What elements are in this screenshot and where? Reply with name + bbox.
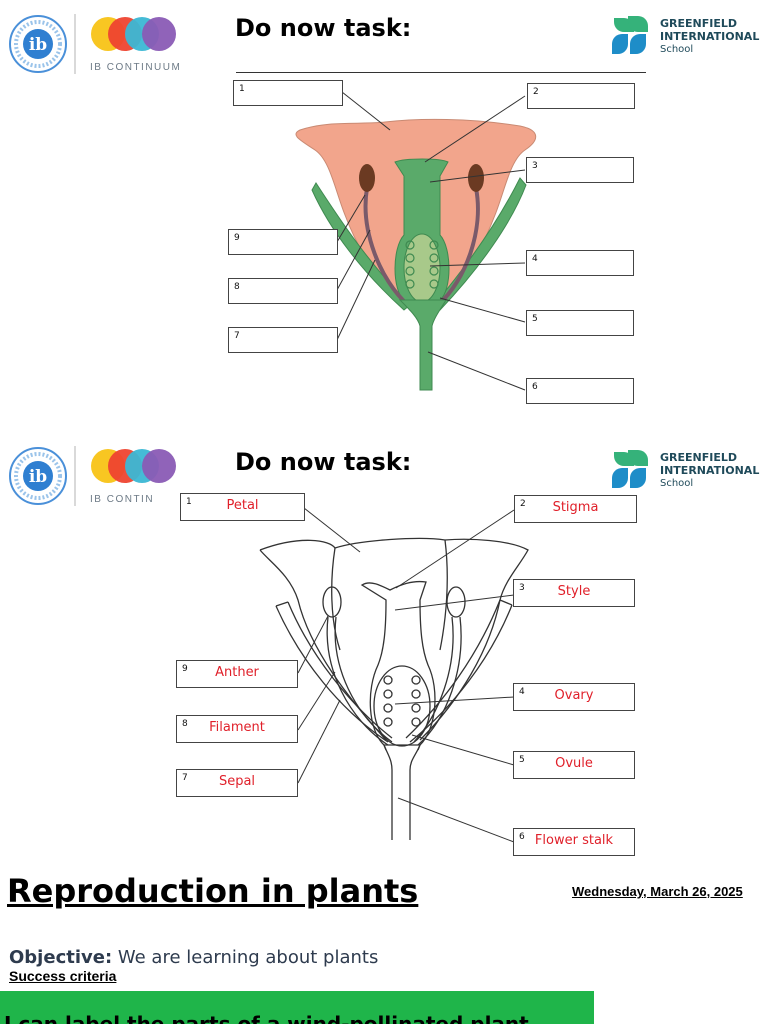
slide-1-title: Do now task:: [235, 14, 412, 42]
label-box-3[interactable]: 3: [526, 157, 634, 183]
lesson-date: Wednesday, March 26, 2025: [572, 884, 743, 899]
objective-text: We are learning about plants: [112, 947, 379, 968]
flower-diagram-colour: [295, 91, 537, 391]
ib-logo: ib IB CONTIN: [8, 446, 198, 508]
label-box-4[interactable]: 4: [526, 250, 634, 276]
greenfield-mark-icon: [612, 16, 648, 54]
slide-2-title: Do now task:: [235, 448, 412, 476]
success-criteria: Success criteria: [9, 968, 117, 984]
ib-continuum-label: IB CONTIN: [90, 494, 155, 505]
ib-seal-icon: ib: [9, 15, 67, 73]
label-box-1[interactable]: 1: [233, 80, 343, 106]
greenfield-mark-icon: [612, 450, 648, 488]
ib-continuum-label: IB CONTINUUM: [90, 62, 182, 73]
greenfield-line-3: School: [660, 44, 694, 55]
greenfield-line-3: School: [660, 478, 694, 489]
objective: Objective: We are learning about plants: [9, 947, 378, 968]
label-box-6[interactable]: 6: [526, 378, 634, 404]
svg-text:ib: ib: [29, 35, 47, 55]
divider: [236, 72, 646, 73]
greenfield-logo: GREENFIELD INTERNATIONAL School: [610, 448, 768, 492]
criterion-text: I can label the parts of a wind-pollinat…: [4, 1012, 529, 1024]
greenfield-line-1: GREENFIELD: [660, 451, 737, 464]
greenfield-line-2: INTERNATIONAL: [660, 464, 760, 477]
label-box-9[interactable]: 9: [228, 229, 338, 255]
objective-label: Objective:: [9, 947, 113, 968]
ib-logo: ib IB CONTINUUM: [8, 14, 198, 76]
greenfield-logo: GREENFIELD INTERNATIONAL School: [610, 14, 768, 58]
ib-circles-icon: [91, 17, 176, 51]
label-box-5[interactable]: 5: [526, 310, 634, 336]
greenfield-line-2: INTERNATIONAL: [660, 30, 760, 43]
ib-seal-icon: ib: [9, 447, 67, 505]
greenfield-line-1: GREENFIELD: [660, 17, 737, 30]
label-box-2[interactable]: 2: [527, 83, 635, 109]
svg-text:ib: ib: [29, 467, 47, 487]
lesson-heading: Reproduction in plants: [7, 872, 419, 910]
criterion-bar: I can label the parts of a wind-pollinat…: [0, 991, 594, 1024]
label-box-7[interactable]: 7: [228, 327, 338, 353]
ib-circles-icon: [91, 449, 176, 483]
label-box-8[interactable]: 8: [228, 278, 338, 304]
flower-diagram-outline: [259, 507, 529, 843]
